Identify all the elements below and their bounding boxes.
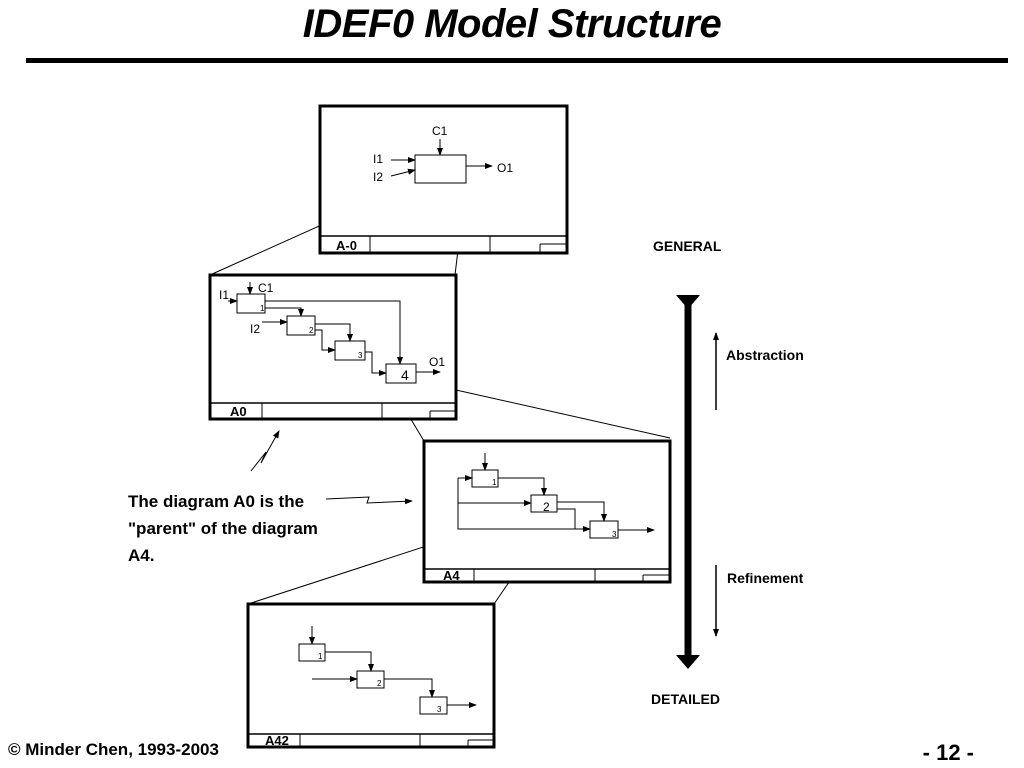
page-number: - 12 - [922,740,974,765]
diagram-a0: 1 2 3 4 C1 I1 I2 O1 A0 [208,273,458,421]
output-label: O1 [497,161,513,175]
box-number-1: 1 [260,304,265,313]
control-label: C1 [258,281,274,295]
input-label-1: I1 [219,288,229,302]
box-number-3: 3 [358,351,363,360]
node-label: A0 [230,404,247,419]
node-label: A-0 [336,238,357,253]
diagram-a-minus-0: C1 I1 I2 O1 A-0 [318,104,569,255]
node-label: A42 [265,733,289,748]
input-label-1: I1 [373,152,383,166]
input-label-2: I2 [373,170,383,184]
page-title: IDEF0 Model Structure [302,2,722,46]
refinement-label: Refinement [727,570,804,586]
abstraction-scale [676,295,719,669]
general-label: GENERAL [653,238,722,254]
activity-box-3 [419,696,448,715]
activity-box [414,154,467,184]
detailed-label: DETAILED [651,691,720,707]
box-number-1: 1 [318,652,323,661]
box-number-2: 2 [377,679,382,688]
box-number-2: 2 [309,326,314,335]
pointer-arrows [250,430,413,505]
box-number-4: 4 [401,367,409,383]
copyright-footer: © Minder Chen, 1993-2003 [8,740,219,759]
box-number-1: 1 [492,478,497,487]
box-number-3: 3 [437,705,442,714]
output-label: O1 [429,355,445,369]
control-label: C1 [432,124,448,138]
input-label-2: I2 [250,322,260,336]
diagram-caption: The diagram A0 is the "parent" of the di… [128,492,318,565]
diagram-a4: 1 2 3 A4 [422,439,672,584]
diagram-a42: 1 2 3 A42 [246,602,496,749]
node-label: A4 [443,568,460,583]
box-number-3: 3 [612,530,617,539]
abstraction-label: Abstraction [726,347,804,363]
box-number-2: 2 [543,500,550,514]
title-divider [26,58,1008,63]
